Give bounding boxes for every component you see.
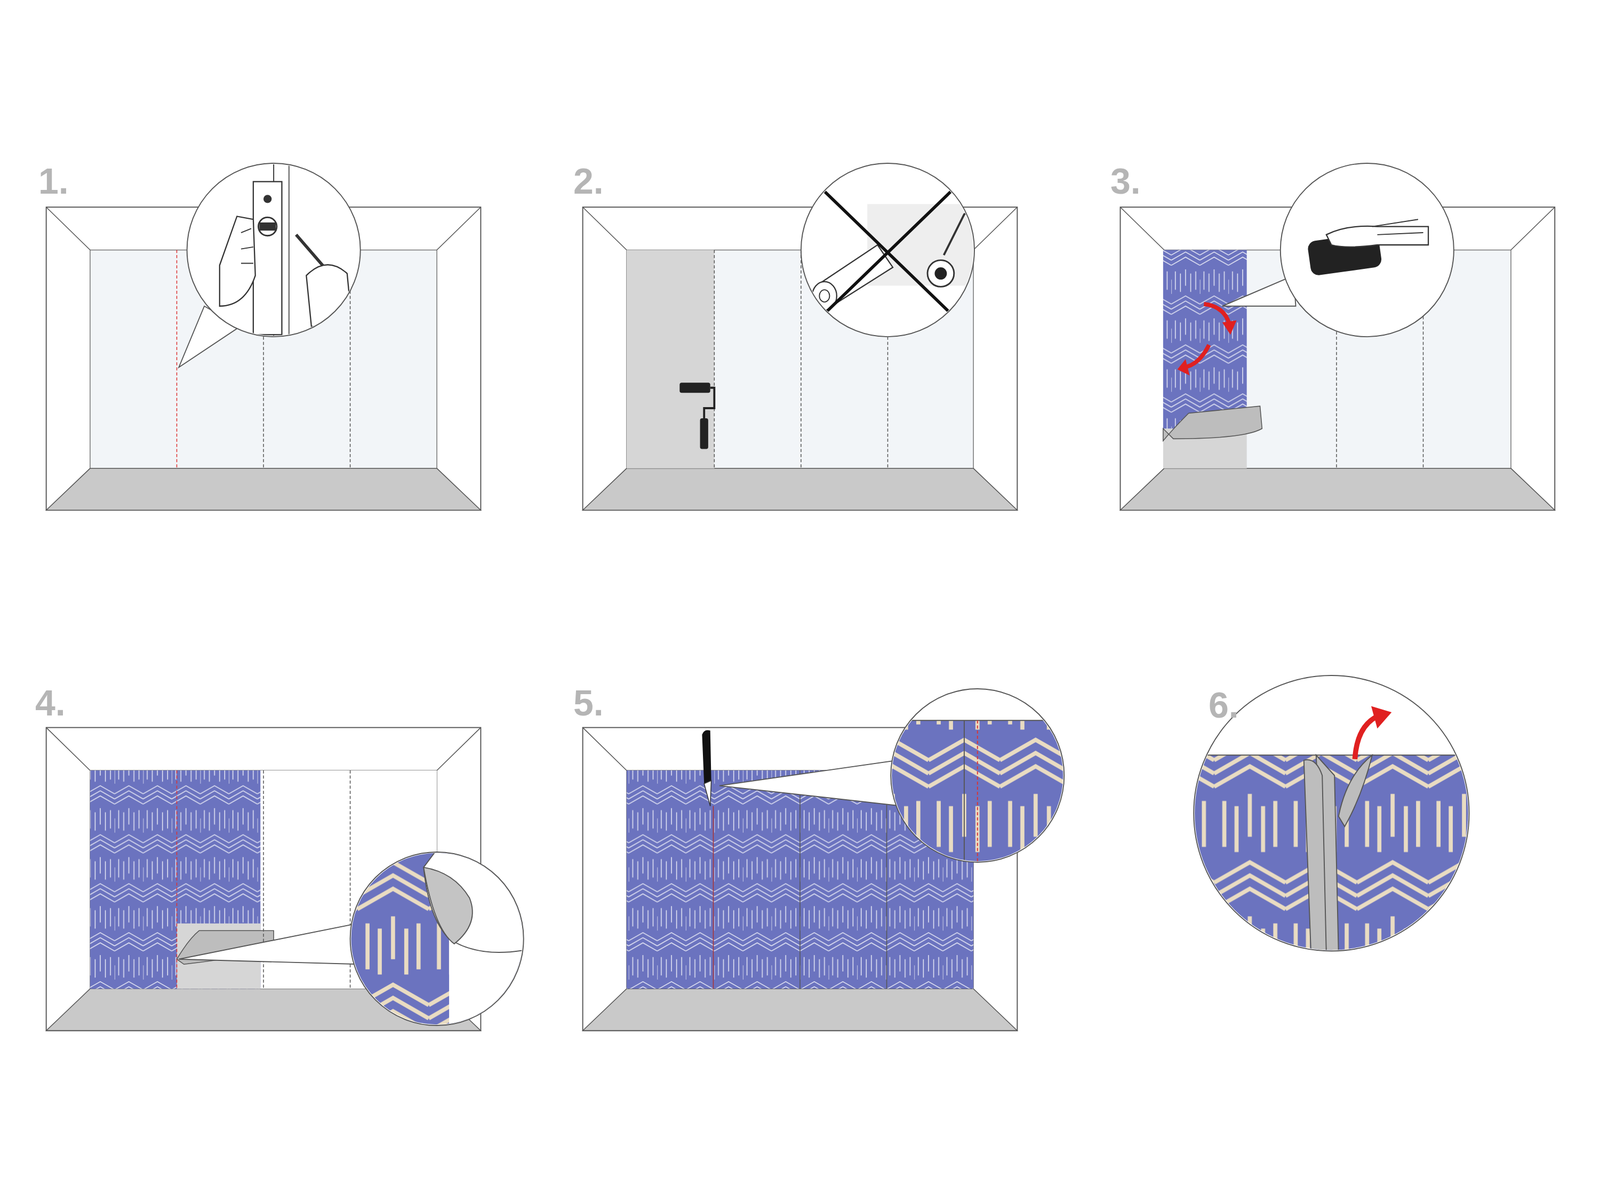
illustration-part: [934, 267, 947, 280]
panel-measure: [46, 153, 482, 510]
illustration-part: [176, 250, 178, 469]
illustration-part: [811, 178, 965, 327]
illustration-part: [258, 217, 277, 236]
illustration-part: [1326, 226, 1429, 247]
illustration-part: [423, 846, 531, 952]
illustration-part: [1222, 320, 1237, 335]
illustration-part: [713, 805, 715, 989]
illustration-part: [626, 250, 715, 469]
illustration-part: [1183, 754, 1490, 756]
illustration-part: [679, 382, 710, 393]
panel-trim: [582, 673, 1082, 1030]
panel-paste: [582, 163, 1018, 510]
illustration-part: [811, 178, 990, 327]
illustration-part: [1304, 759, 1327, 954]
illustration-part: [178, 923, 360, 964]
illustration-part: [1338, 754, 1373, 827]
illustration-part: [819, 289, 830, 302]
illustration-part: [1183, 754, 1490, 959]
illustration-part: [1280, 163, 1454, 337]
step-number: 4.: [35, 684, 66, 721]
illustration-part: [1177, 358, 1190, 376]
illustration-part: [423, 867, 473, 944]
illustration-part: [1183, 344, 1210, 367]
step-number: 1.: [38, 162, 69, 199]
illustration-part: [877, 719, 1082, 721]
illustration-part: [877, 673, 1082, 720]
panel-remove-strip: [1183, 662, 1490, 959]
illustration-part: [719, 760, 903, 806]
panel-second-strip: [46, 727, 531, 1031]
illustration-part: [90, 923, 178, 989]
illustration-part: [1120, 206, 1556, 510]
illustration-part: [259, 222, 276, 231]
illustration-part: [704, 780, 711, 806]
illustration-part: [1306, 219, 1429, 277]
illustration-part: [187, 163, 361, 337]
illustration-part: [714, 250, 716, 469]
step-number: 5.: [573, 684, 604, 721]
illustration-part: [944, 209, 975, 255]
illustration-part: [1163, 405, 1263, 441]
illustration-part: [1371, 705, 1392, 728]
illustration-part: [800, 250, 802, 469]
illustration-part: [877, 673, 1082, 867]
illustration-part: [700, 418, 709, 449]
illustration-part: [799, 770, 801, 989]
illustration-part: [977, 720, 979, 867]
illustration-part: [877, 720, 1082, 863]
illustration-part: [927, 260, 955, 287]
illustration-part: [306, 264, 352, 327]
illustration-part: [1183, 662, 1490, 959]
step-number: 2.: [573, 162, 604, 199]
illustration-part: [811, 178, 965, 327]
illustration-part: [219, 153, 353, 347]
illustration-part: [263, 194, 272, 203]
illustration-part: [701, 729, 711, 783]
illustration-part: [704, 387, 715, 421]
illustration-part: [1222, 275, 1296, 306]
panel-first-strip: [1120, 163, 1556, 510]
illustration-part: [1354, 716, 1378, 759]
illustration-part: [1163, 250, 1247, 429]
illustration-part: [288, 153, 290, 347]
illustration-part: [1183, 662, 1490, 755]
illustration-part: [1372, 219, 1424, 235]
illustration-part: [176, 770, 178, 989]
illustration-part: [219, 216, 256, 306]
illustration-part: [1203, 304, 1230, 325]
illustration-part: [241, 228, 254, 263]
illustration-part: [963, 720, 965, 867]
illustration-part: [816, 244, 893, 307]
illustration-part: [347, 846, 531, 1030]
illustration-part: [347, 846, 531, 1030]
illustration-part: [253, 181, 283, 335]
step-number: 6.: [1208, 686, 1239, 723]
step-number: 3.: [1110, 162, 1141, 199]
